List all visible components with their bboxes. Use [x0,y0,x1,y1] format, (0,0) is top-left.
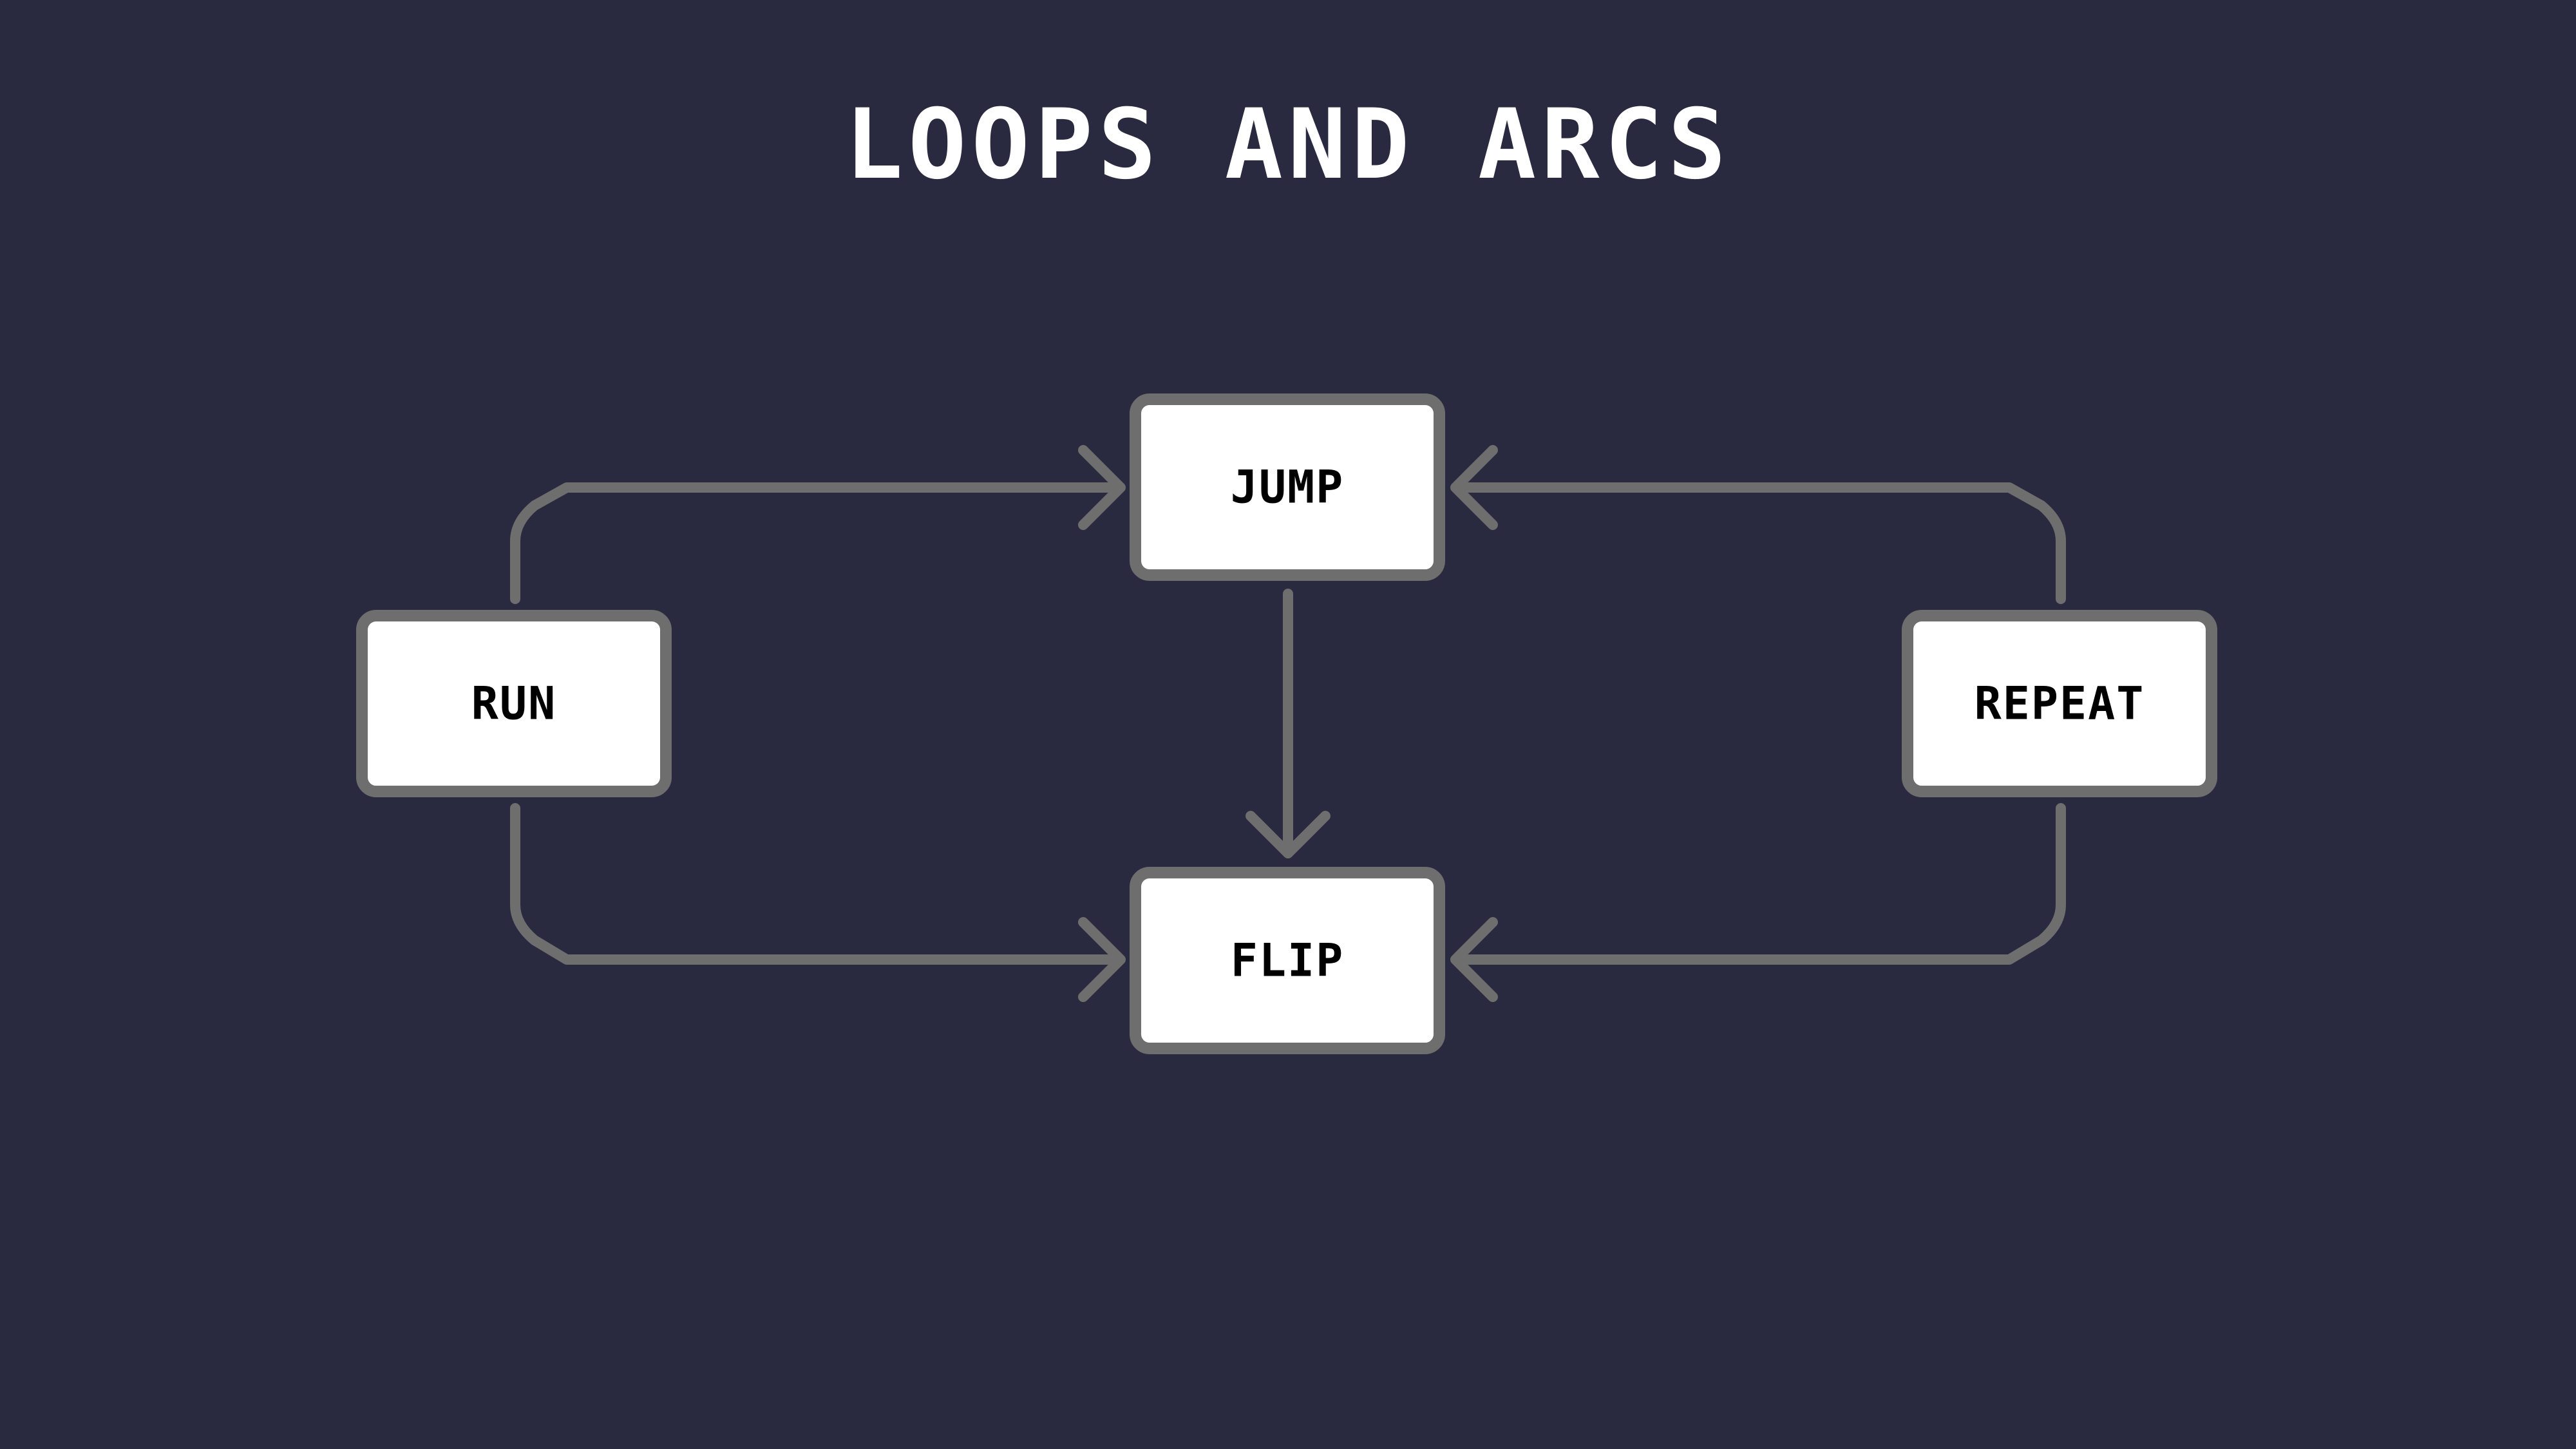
arrow-head-icon [1450,445,1498,530]
edge-line [510,803,1119,965]
edges-group [510,445,2066,1002]
edge-jump-flip [1245,589,1331,858]
node-label: JUMP [1231,461,1345,514]
edge-run-jump [510,445,1126,604]
edge-repeat-jump [1450,445,2066,604]
node-label: FLIP [1231,934,1345,987]
edge-line [1457,803,2066,965]
edge-repeat-flip [1450,803,2066,1002]
edge-line [510,482,1119,604]
arrow-head-icon [1245,811,1331,858]
node-run[interactable]: RUN [356,610,672,797]
node-jump[interactable]: JUMP [1130,393,1445,581]
node-box [356,610,672,797]
node-flip[interactable]: FLIP [1130,867,1445,1054]
arrow-head-icon [1450,917,1498,1002]
nodes-group: RUN JUMP FLIP REPEAT [356,393,2217,1054]
diagram-title: LOOPS AND ARCS [844,89,1732,201]
node-box [1130,867,1445,1054]
node-box [1130,393,1445,581]
edge-run-flip [510,803,1126,1002]
arrow-head-icon [1078,917,1126,1002]
node-label: REPEAT [1975,677,2145,730]
edge-line [1457,482,2066,604]
arrow-head-icon [1078,445,1126,530]
node-repeat[interactable]: REPEAT [1902,610,2217,797]
node-box [1902,610,2217,797]
node-label: RUN [471,677,556,730]
